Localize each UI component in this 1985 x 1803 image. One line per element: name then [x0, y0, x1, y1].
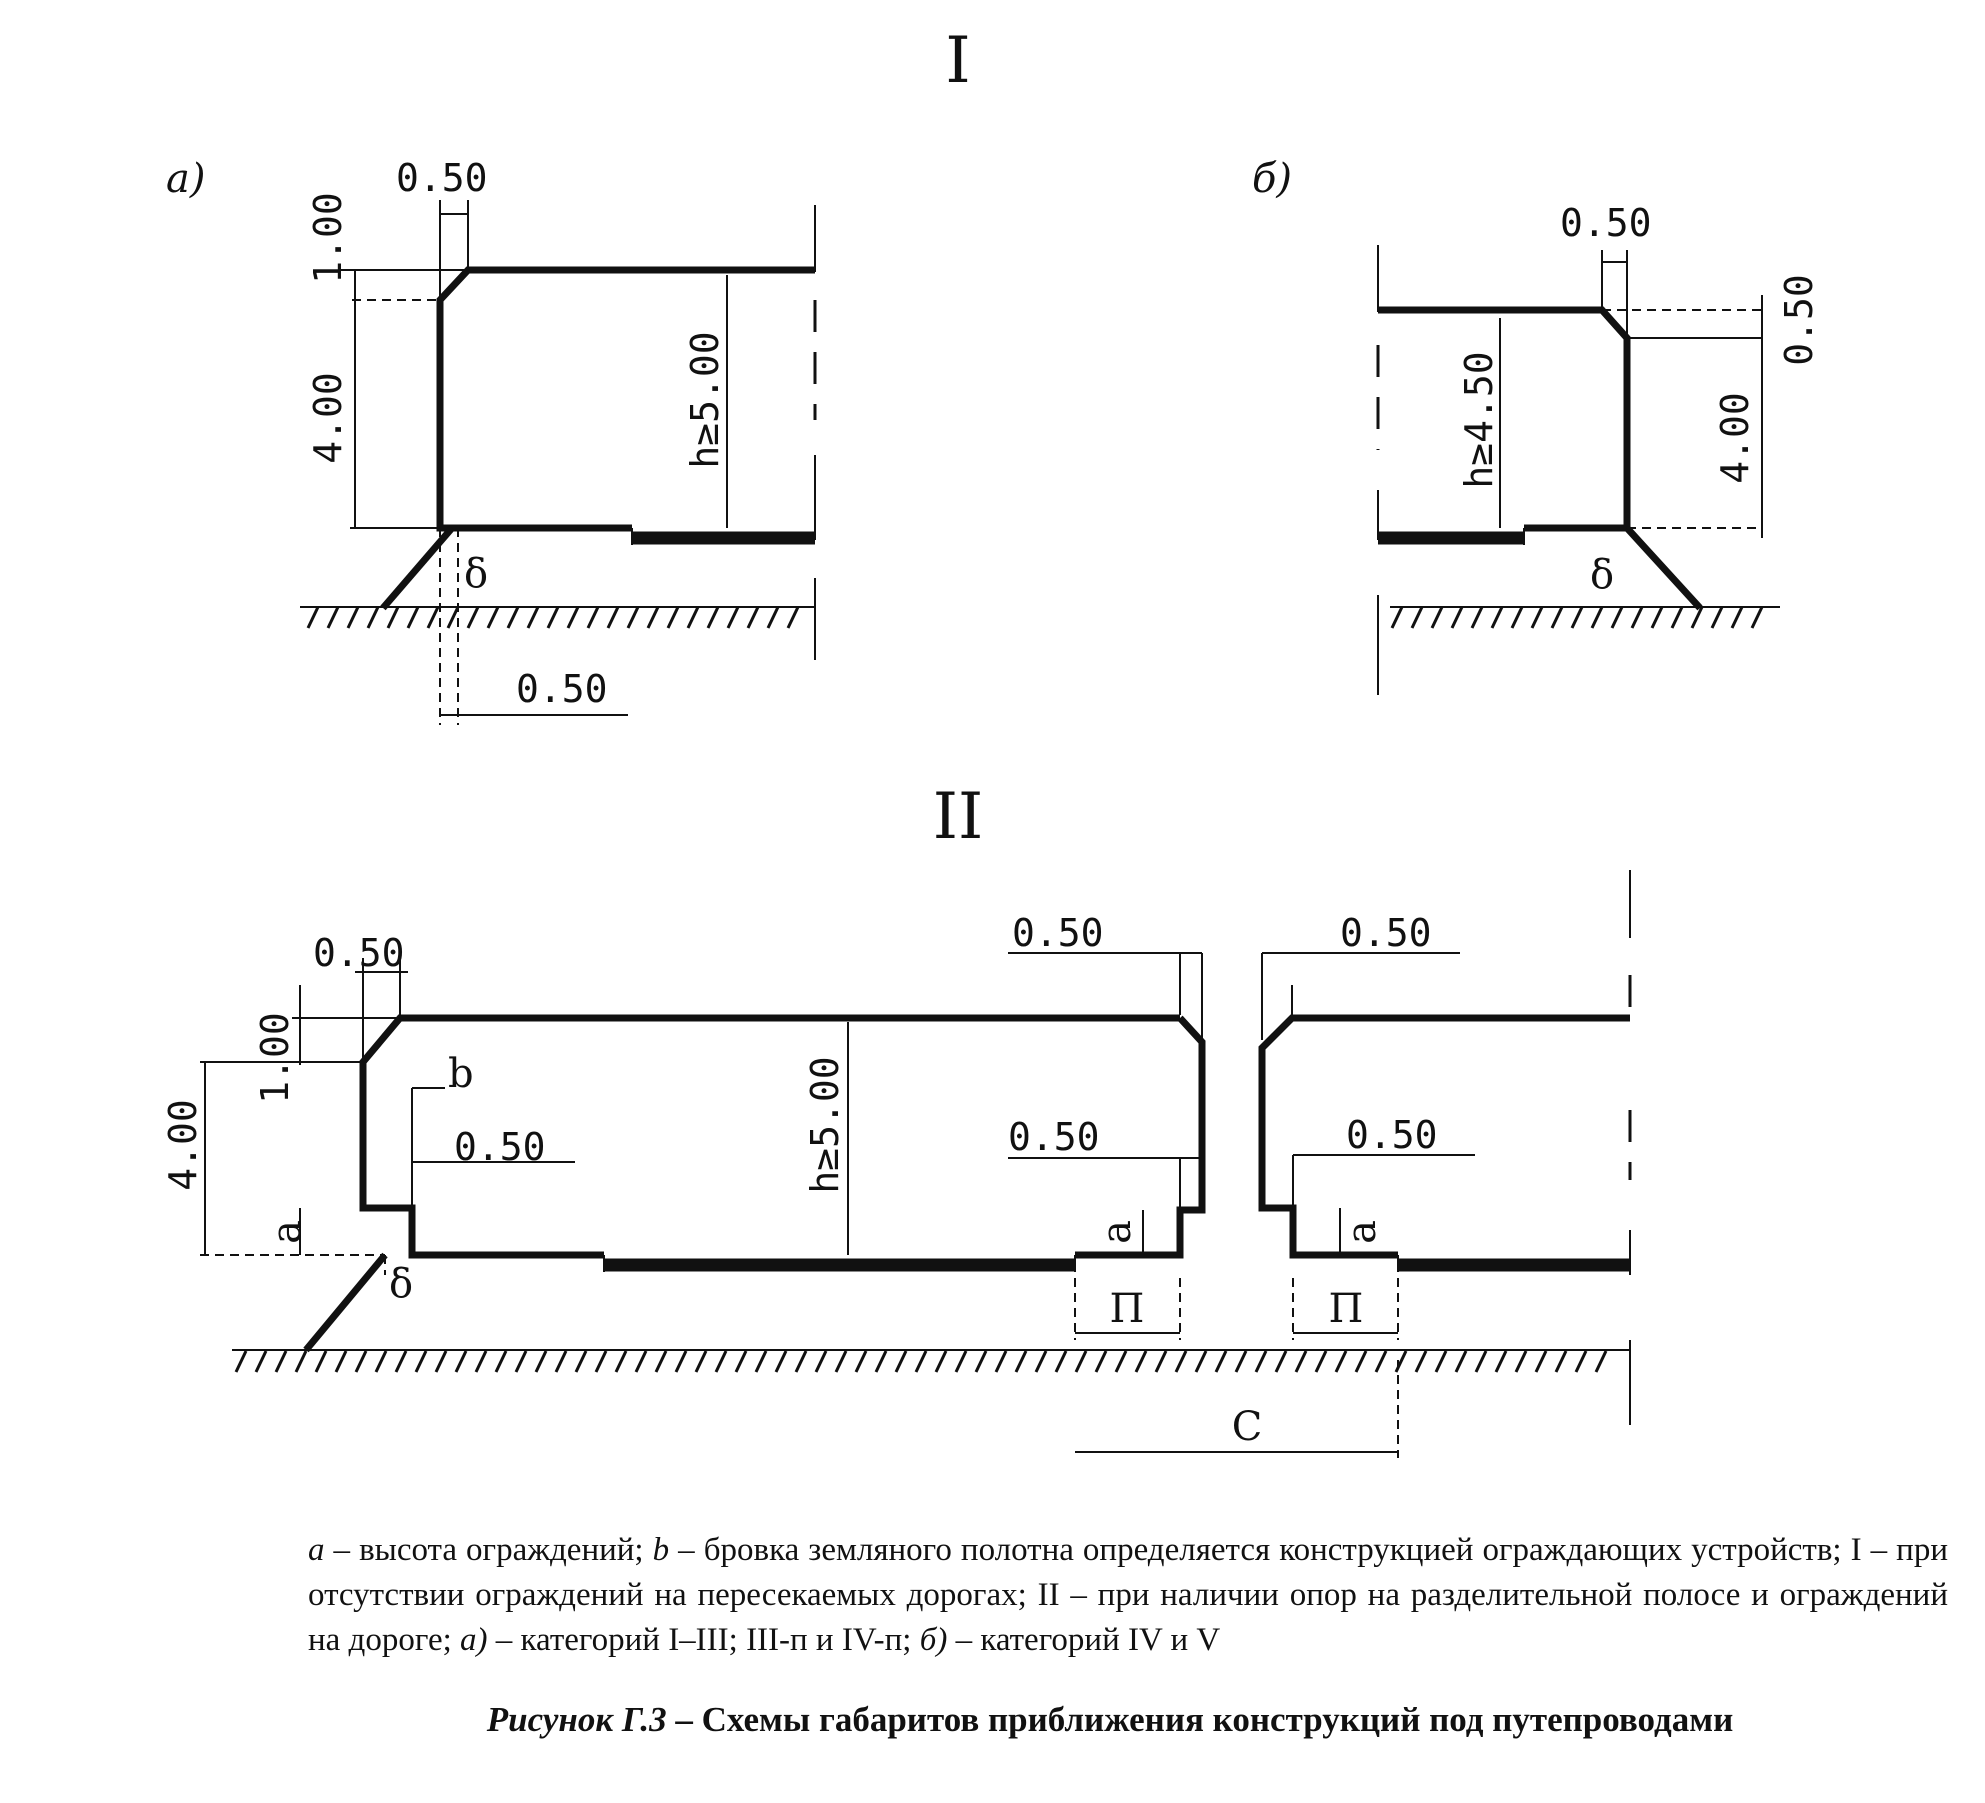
- caption-b-text: – бровка земляного полотна определяется …: [308, 1532, 1948, 1658]
- dim-ii-p-right: П: [1329, 1286, 1364, 1332]
- diagram-ii: 0.50 1.00 4.00 b 0.50 a δ h≥5.00 0.50 0.…: [161, 870, 1632, 1458]
- caption-cat-a-text: – категорий I–III; III-п и IV-п;: [487, 1622, 920, 1658]
- dim-b-height-top: 0.50: [1777, 274, 1821, 366]
- dim-b-clearance: h≥4.50: [1457, 351, 1501, 488]
- diagram-a: а): [166, 156, 817, 725]
- dim-a-offset-top: 0.50: [396, 156, 488, 200]
- dim-ii-p-mid: П: [1110, 1286, 1145, 1332]
- figure-title-text: – Схемы габаритов приближения конструкци…: [666, 1700, 1734, 1739]
- dim-b-height-side: 4.00: [1713, 392, 1757, 484]
- dim-b-offset-top: 0.50: [1560, 201, 1652, 245]
- ground-hatch-a: [306, 606, 800, 629]
- dim-a-delta: δ: [464, 551, 488, 597]
- slope-ii: [303, 1252, 388, 1353]
- dim-ii-a-right: a: [1339, 1220, 1385, 1244]
- ground-hatch-b: [1390, 606, 1764, 629]
- slope-a: [380, 525, 455, 611]
- dim-a-offset-bottom: 0.50: [516, 667, 608, 711]
- sub-label-b: б): [1252, 156, 1292, 202]
- dim-ii-right-offset-lower: 0.50: [1346, 1113, 1438, 1157]
- caption-cat-a-symbol: а): [460, 1622, 488, 1658]
- figure-title: Рисунок Г.3 – Схемы габаритов приближени…: [290, 1700, 1930, 1740]
- slope-b: [1624, 525, 1703, 611]
- dim-ii-left-height-side: 4.00: [161, 1099, 205, 1191]
- dim-ii-b-label: b: [448, 1051, 474, 1097]
- dim-b-delta: δ: [1590, 552, 1614, 598]
- dim-ii-mid-offset-lower: 0.50: [1008, 1115, 1100, 1159]
- caption-b-symbol: b: [652, 1532, 670, 1568]
- dim-ii-a-left: a: [264, 1220, 310, 1244]
- dim-ii-a-mid: a: [1094, 1220, 1140, 1244]
- sub-label-a: а): [166, 156, 205, 202]
- figure-caption: a – высота ограждений; b – бровка землян…: [308, 1528, 1948, 1663]
- dim-ii-clearance: h≥5.00: [803, 1056, 847, 1193]
- caption-cat-b-symbol: б): [919, 1622, 948, 1658]
- dim-a-clearance: h≥5.00: [683, 331, 727, 468]
- dim-ii-delta: δ: [389, 1261, 413, 1307]
- clearance-diagram: I II а): [161, 24, 1821, 1458]
- clearance-outline-ii-mid: [1075, 1015, 1206, 1259]
- clearance-outline-ii-right: [1258, 1014, 1630, 1259]
- dim-ii-left-offset-mid: 0.50: [454, 1125, 546, 1169]
- dim-ii-c-label: С: [1232, 1404, 1263, 1450]
- section-label-ii: II: [933, 780, 984, 854]
- ground-hatch-ii: [234, 1350, 1608, 1373]
- clearance-outline-a: [436, 266, 815, 532]
- dim-ii-left-offset-top: 0.50: [313, 931, 405, 975]
- dim-ii-left-height-top: 1.00: [253, 1012, 297, 1104]
- dim-a-height-top: 1.00: [306, 192, 350, 284]
- dim-ii-right-offset-top: 0.50: [1340, 911, 1432, 955]
- caption-a-symbol: a: [308, 1532, 325, 1568]
- section-label-i: I: [945, 24, 970, 98]
- caption-cat-b-text: – категорий IV и V: [947, 1622, 1221, 1658]
- dim-a-height-side: 4.00: [306, 372, 350, 464]
- dim-ii-mid-offset-top: 0.50: [1012, 911, 1104, 955]
- caption-a-text: – высота ограждений;: [324, 1532, 653, 1568]
- figure-number: Рисунок Г.3: [486, 1700, 667, 1739]
- clearance-outline-b: [1378, 306, 1631, 532]
- diagram-b: б) 0.50 0.50 4.00: [1252, 156, 1821, 695]
